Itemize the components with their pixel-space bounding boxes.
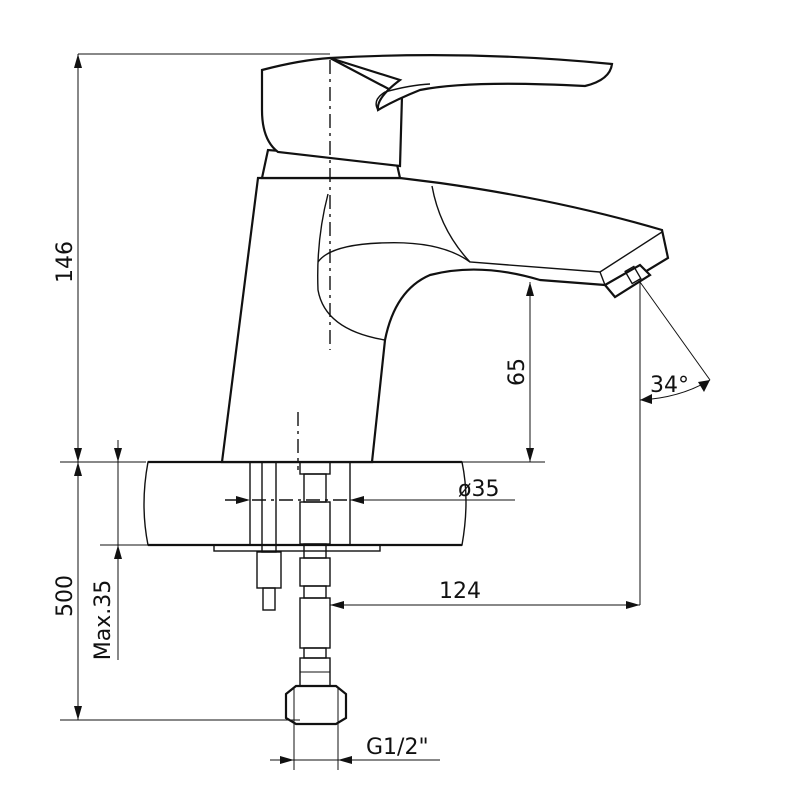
dimension-max-thickness: Max.35 <box>91 440 148 660</box>
dimension-hose-length: 500 <box>53 462 300 721</box>
dimension-spout-reach: 124 <box>330 579 640 609</box>
max-thickness-label: Max.35 <box>91 580 116 660</box>
countertop-section <box>143 460 467 552</box>
dimension-total-height: 146 <box>53 53 330 463</box>
hose-length-label: 500 <box>53 575 78 617</box>
total-height-label: 146 <box>53 241 78 283</box>
flexible-hose <box>284 461 348 726</box>
dimension-hole-diameter: ø35 <box>236 477 515 504</box>
dimension-spout-height: 65 <box>462 282 545 463</box>
hole-diameter-label: ø35 <box>458 477 499 502</box>
mounting-stud <box>256 461 282 611</box>
angle-label: 34° <box>650 373 689 398</box>
thread-label: G1/2" <box>366 735 429 760</box>
dimension-angle: 34° <box>639 281 711 605</box>
faucet-body <box>220 53 670 464</box>
dimension-thread: G1/2" <box>270 724 440 770</box>
spout-reach-label: 124 <box>439 579 481 604</box>
spout-height-label: 65 <box>505 358 530 386</box>
